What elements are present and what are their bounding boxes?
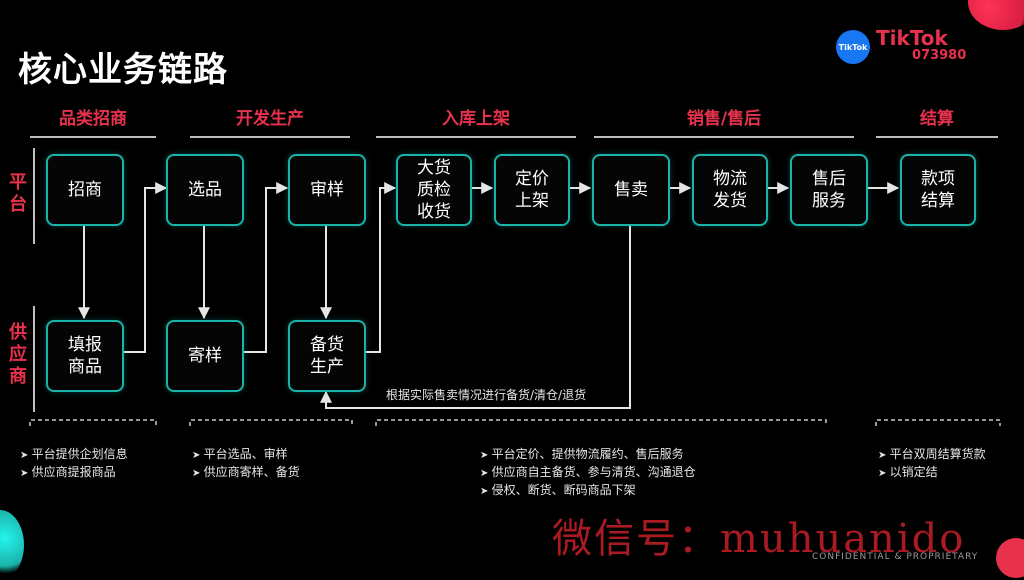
phase-divider [594,136,854,138]
row-label-supplier-line [33,306,35,412]
row-label-platform: 平台 [9,172,27,215]
node-stock-production: 备货 生产 [288,320,366,392]
note-item: 侵权、断货、断码商品下架 [480,482,696,500]
phase-divider [30,136,156,138]
confidential-footer: CONFIDENTIAL & PROPRIETARY [812,552,979,562]
node-logistics-shipping: 物流 发货 [692,154,768,226]
phase-header-category: 品类招商 [59,109,127,129]
note-item: 供应商提报商品 [20,464,128,482]
tiktok-logo: TikTok TikTok 073980 [836,26,967,68]
node-submit-products: 填报 商品 [46,320,124,392]
node-sample-review: 审样 [288,154,366,226]
notes-sales: 平台定价、提供物流履约、售后服务 供应商自主备货、参与清货、沟通退仓 侵权、断货… [480,446,696,500]
phase-divider [190,136,350,138]
node-payment-settlement: 款项 结算 [900,154,976,226]
phase-header-sales: 销售/售后 [686,109,762,129]
logo-number: 073980 [912,48,967,63]
notes-development: 平台选品、审样 供应商寄样、备货 [192,446,300,482]
feedback-note: 根据实际售卖情况进行备货/清仓/退货 [386,388,587,402]
phase-header-settlement: 结算 [920,109,954,129]
row-label-platform-line [33,148,35,244]
note-item: 平台双周结算货款 [878,446,986,464]
logo-badge-text: TikTok [838,42,868,52]
note-item: 平台定价、提供物流履约、售后服务 [480,446,696,464]
node-bulk-inspection: 大货 质检 收货 [396,154,472,226]
node-selling: 售卖 [592,154,670,226]
note-item: 以销定结 [878,464,986,482]
row-label-supplier: 供应商 [9,322,27,387]
node-send-samples: 寄样 [166,320,244,392]
note-item: 供应商自主备货、参与清货、沟通退仓 [480,464,696,482]
node-pricing-listing: 定价 上架 [494,154,570,226]
phase-header-development: 开发生产 [236,109,304,129]
notes-category: 平台提供企划信息 供应商提报商品 [20,446,128,482]
phase-header-warehousing: 入库上架 [442,109,510,129]
node-product-selection: 选品 [166,154,244,226]
logo-badge: TikTok [836,30,870,64]
note-item: 平台提供企划信息 [20,446,128,464]
note-item: 平台选品、审样 [192,446,300,464]
phase-divider [376,136,576,138]
notes-settlement: 平台双周结算货款 以销定结 [878,446,986,482]
logo-name: TikTok [876,26,948,50]
phase-divider [876,136,998,138]
node-merchant-recruitment: 招商 [46,154,124,226]
note-item: 供应商寄样、备货 [192,464,300,482]
page-title: 核心业务链路 [18,50,228,90]
node-after-sales-service: 售后 服务 [790,154,868,226]
watermark: 微信号：muhuanido [552,516,966,562]
